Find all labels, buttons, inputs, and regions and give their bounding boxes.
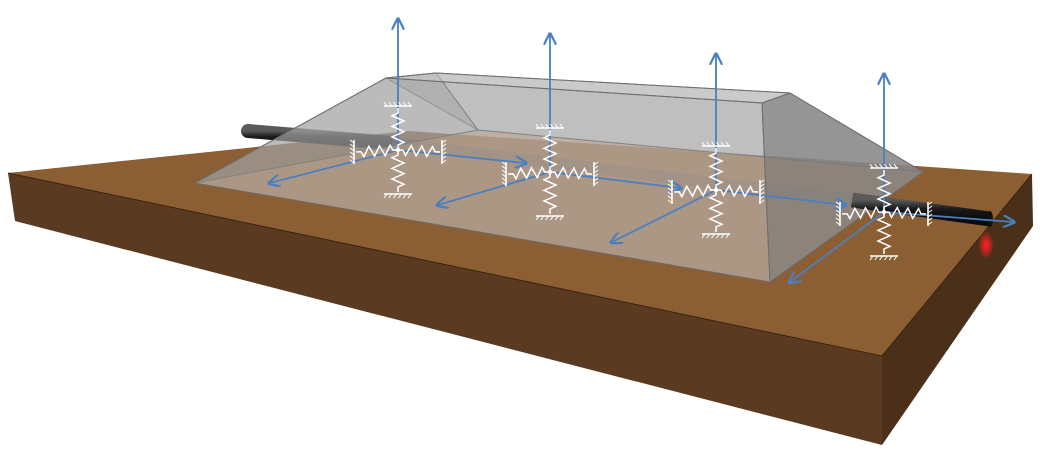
- embankment: [193, 72, 924, 283]
- spring-icon: [507, 165, 551, 181]
- spring-node-2: [438, 35, 680, 221]
- spring-icon: [876, 170, 892, 212]
- node-point: [881, 209, 887, 215]
- spring-icon: [876, 212, 892, 254]
- axial-arrow-icon: [883, 211, 1013, 222]
- ground-hatch-icon: [501, 123, 599, 221]
- spring-icon: [355, 143, 399, 159]
- ground-hatch-icon: [835, 163, 933, 261]
- spring-nodes-layer: [270, 20, 1013, 282]
- pipe-front: [850, 192, 993, 227]
- node-point: [547, 169, 553, 175]
- lateral-arrow-icon: [438, 171, 551, 205]
- spring-icon: [883, 206, 927, 220]
- spring-icon: [390, 108, 406, 150]
- spring-icon: [542, 172, 558, 214]
- spring-node-1: [270, 20, 525, 199]
- spring-icon: [390, 150, 406, 192]
- lateral-arrow-icon: [270, 149, 399, 183]
- lateral-arrow-icon: [790, 211, 885, 282]
- spring-icon: [397, 144, 441, 158]
- pipe-end-cap: [987, 211, 993, 227]
- axial-arrow-icon: [715, 189, 845, 205]
- leak-glow-icon: [978, 231, 994, 259]
- node-point: [395, 147, 401, 153]
- spring-icon: [708, 190, 724, 232]
- ground-hatch-icon: [667, 141, 765, 239]
- spring-icon: [715, 184, 759, 198]
- axial-arrow-icon: [549, 171, 680, 188]
- soil-front-face: [8, 173, 882, 445]
- soil-right-face: [882, 174, 1033, 445]
- spring-icon: [841, 205, 885, 221]
- spring-icon: [549, 166, 593, 180]
- embankment-base-footprint: [195, 130, 923, 282]
- lateral-arrow-icon: [612, 189, 717, 242]
- ground-hatch-icon: [349, 101, 447, 199]
- pipe-front-segment: [850, 192, 992, 227]
- spring-icon: [673, 183, 717, 199]
- embankment-right-slope: [761, 92, 924, 283]
- spring-icon: [708, 148, 724, 190]
- spring-icon: [542, 130, 558, 172]
- spring-node-4: [790, 75, 1013, 282]
- spring-node-3: [612, 55, 845, 242]
- node-point: [713, 187, 719, 193]
